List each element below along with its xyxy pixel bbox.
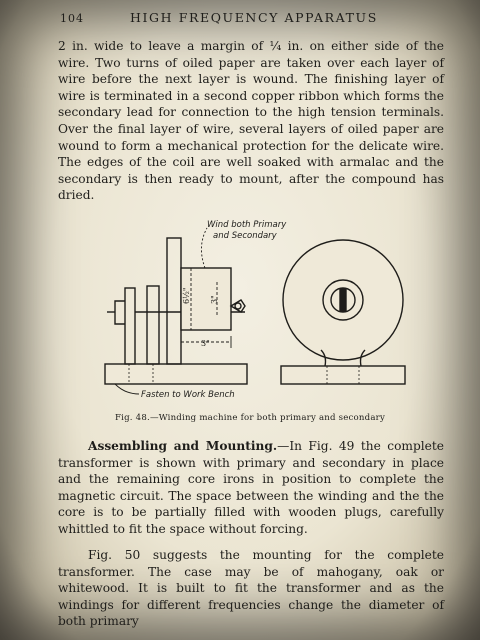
wheel-hub xyxy=(322,279,364,321)
dim-height: 6½" xyxy=(182,287,191,304)
running-head: HIGH FREQUENCY APPARATUS xyxy=(130,10,378,25)
paragraph-3: Fig. 50 suggests the mounting for the co… xyxy=(58,548,444,629)
wing-nut xyxy=(229,299,246,313)
dim-width: 3" xyxy=(201,339,210,348)
figure-caption: Fig. 48.—Winding machine for both primar… xyxy=(115,413,386,423)
upright-post-2 xyxy=(146,285,160,365)
label-wind-line2: and Secondary xyxy=(213,231,278,241)
coil-drum xyxy=(180,267,232,331)
base-board-right xyxy=(280,365,406,385)
paragraph-1: 2 in. wide to leave a margin of ¼ in. on… xyxy=(58,39,444,203)
main-upright xyxy=(166,237,182,365)
upright-post-1 xyxy=(124,287,136,365)
crank-handle xyxy=(114,300,125,325)
label-fasten: Fasten to Work Bench xyxy=(141,390,235,400)
paragraph-2: Assembling and Mounting.—In Fig. 49 the … xyxy=(58,438,444,538)
page-number: 104 xyxy=(60,12,84,25)
label-wind-line1: Wind both Primary xyxy=(207,220,287,230)
stand-legs xyxy=(320,349,366,367)
base-board-left xyxy=(104,363,248,385)
page-header: 104 HIGH FREQUENCY APPARATUS xyxy=(60,10,440,28)
dim-inner: 3" xyxy=(210,295,219,304)
paragraph-2-text: —In Fig. 49 the complete transformer is … xyxy=(58,439,444,536)
section-heading: Assembling and Mounting. xyxy=(88,439,278,453)
figure-48-drawing: Wind both Primary and Secondary 6½" 3" 3… xyxy=(104,220,406,400)
